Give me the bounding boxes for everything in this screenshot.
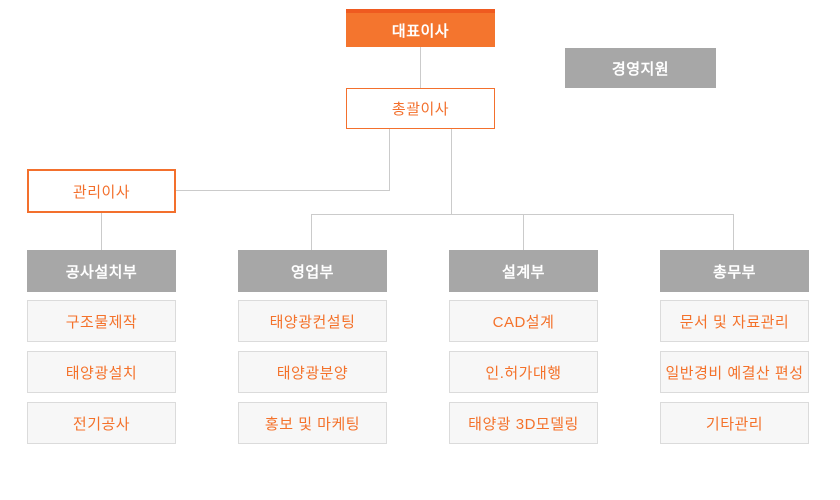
dept-item: 홍보 및 마케팅: [238, 402, 387, 444]
dept-header-design: 설계부: [449, 250, 598, 292]
ceo-label: 대표이사: [391, 22, 450, 40]
executive-director-label: 총괄이사: [391, 101, 450, 118]
management-support-label: 경영지원: [611, 60, 670, 78]
dept-label: 공사설치부: [65, 263, 138, 281]
managing-director-box: 관리이사: [27, 169, 176, 213]
dept-item-label: 구조물제작: [65, 313, 138, 331]
connector-to-managing-director: [176, 190, 390, 191]
connector-stub-design: [523, 214, 524, 250]
connector-ceo-to-executive: [420, 47, 421, 88]
connector-executive-drop-left: [389, 129, 390, 190]
dept-item-label: CAD설계: [492, 313, 555, 331]
dept-item: 인.허가대행: [449, 351, 598, 393]
dept-item-label: 일반경비 예결산 편성: [665, 364, 804, 382]
dept-label: 총무부: [713, 263, 756, 281]
executive-director-box: 총괄이사: [346, 88, 495, 129]
dept-item-label: 홍보 및 마케팅: [264, 415, 361, 433]
dept-item-label: 기타관리: [705, 415, 764, 433]
dept-label: 영업부: [291, 263, 334, 281]
dept-item: 태양광컨설팅: [238, 300, 387, 342]
connector-stub-construction: [101, 213, 102, 250]
dept-header-construction: 공사설치부: [27, 250, 176, 292]
connector-stub-sales: [311, 214, 312, 250]
dept-item: 전기공사: [27, 402, 176, 444]
connector-executive-drop-right: [451, 129, 452, 214]
dept-item: 태양광설치: [27, 351, 176, 393]
managing-director-label: 관리이사: [72, 183, 131, 201]
dept-item: CAD설계: [449, 300, 598, 342]
dept-header-general-affairs: 총무부: [660, 250, 809, 292]
dept-item: 구조물제작: [27, 300, 176, 342]
dept-item: 태양광 3D모델링: [449, 402, 598, 444]
management-support-box: 경영지원: [565, 48, 716, 88]
dept-item-label: 문서 및 자료관리: [679, 313, 790, 331]
dept-item: 문서 및 자료관리: [660, 300, 809, 342]
dept-item-label: 태양광 3D모델링: [468, 415, 579, 433]
connector-distribution-bar: [311, 214, 734, 215]
dept-header-sales: 영업부: [238, 250, 387, 292]
dept-label: 설계부: [502, 263, 545, 281]
dept-item: 기타관리: [660, 402, 809, 444]
dept-item-label: 태양광분양: [276, 364, 349, 382]
dept-item-label: 전기공사: [72, 415, 131, 433]
dept-item: 태양광분양: [238, 351, 387, 393]
dept-item: 일반경비 예결산 편성: [660, 351, 809, 393]
connector-stub-general-affairs: [733, 214, 734, 250]
ceo-box: 대표이사: [346, 9, 495, 47]
dept-item-label: 태양광설치: [65, 364, 138, 382]
dept-item-label: 태양광컨설팅: [269, 313, 356, 331]
dept-item-label: 인.허가대행: [485, 364, 562, 382]
